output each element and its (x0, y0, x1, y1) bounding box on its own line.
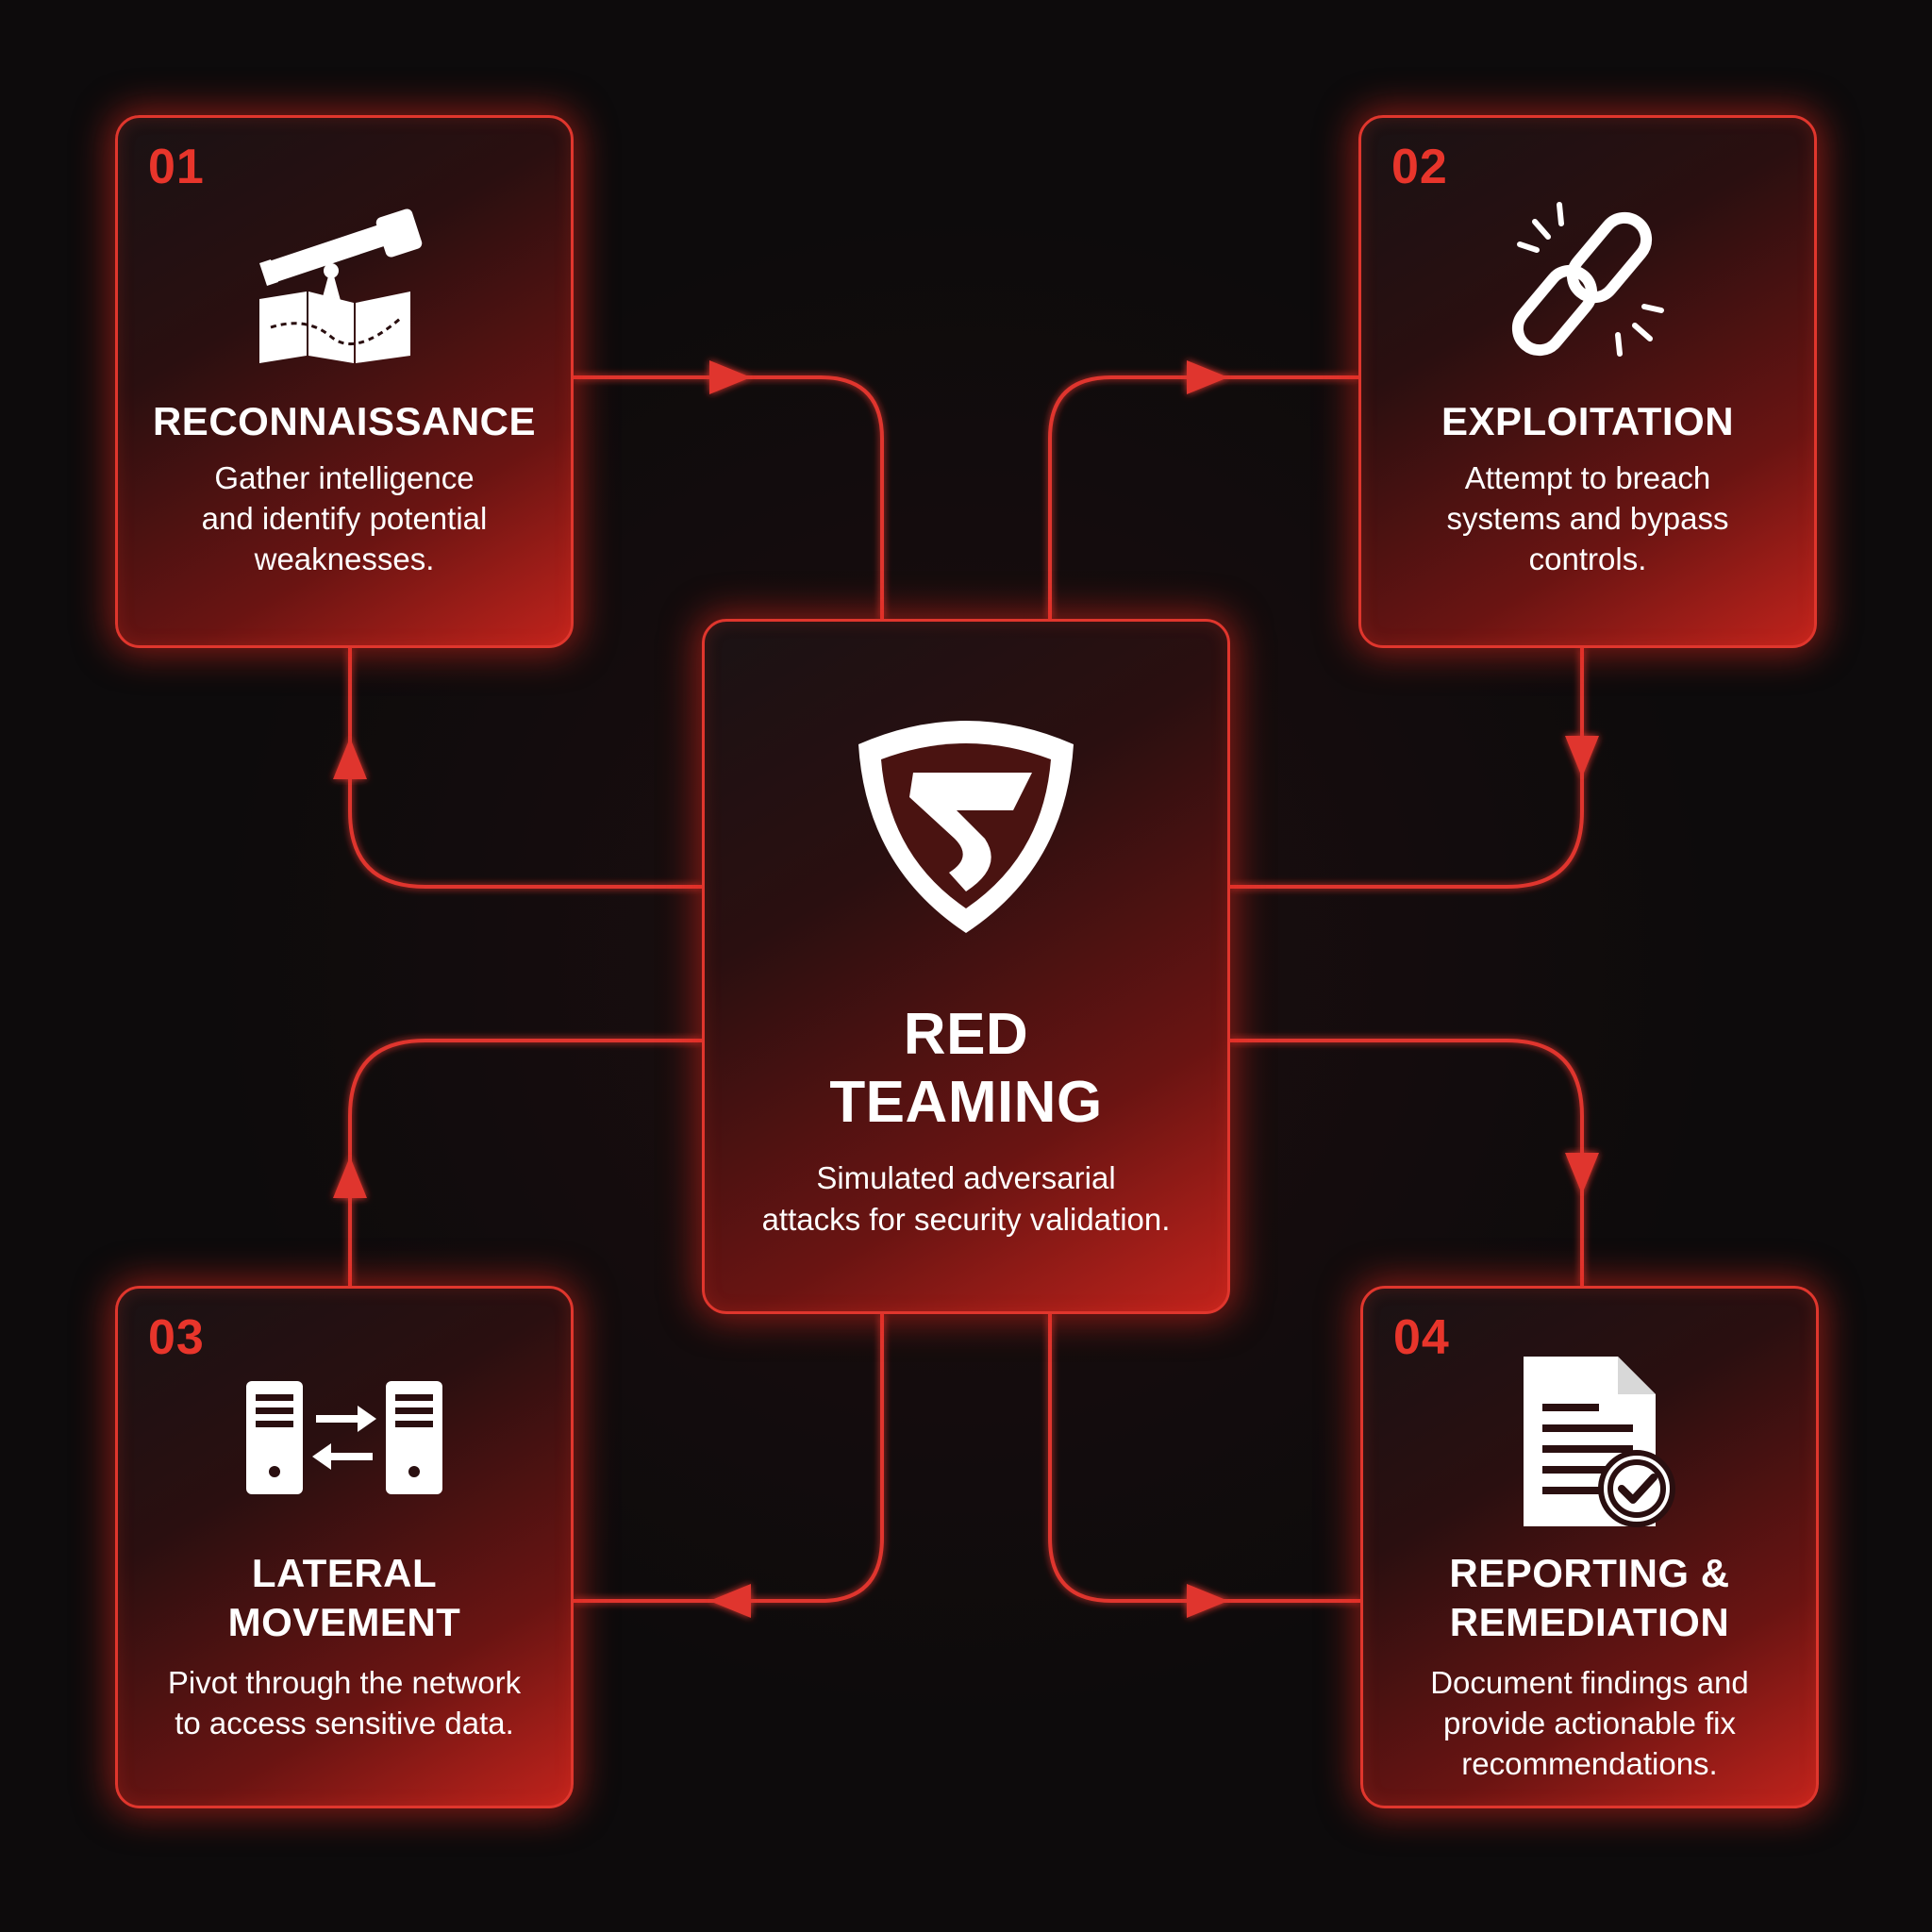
arrow-down-icon (1565, 736, 1599, 777)
step-title: REPORTING & REMEDIATION (1449, 1551, 1730, 1644)
connector-01-to-center (574, 375, 884, 619)
arrow-down-icon (1565, 1153, 1599, 1194)
step-card-lateral-movement: 03 LATERAL MOVEMENT Pivot through the ne… (115, 1286, 574, 1808)
step-number: 04 (1393, 1310, 1450, 1365)
arrow-left-icon (709, 1584, 751, 1618)
arrow-up-icon (333, 738, 367, 779)
step-card-reporting-remediation: 04 REPORTING & REMEDIATION Document find… (1360, 1286, 1819, 1808)
arrow-right-icon (709, 360, 751, 394)
shield-logo-icon (858, 721, 1074, 933)
connector-center-to-04 (1230, 1039, 1584, 1286)
connector-center-to-02 (1048, 375, 1358, 619)
connector-center-to-03 (574, 1314, 884, 1603)
red-teaming-hub: RED TEAMING Simulated adversarial attack… (702, 619, 1230, 1314)
server-transfer-icon (246, 1381, 442, 1494)
step-number: 03 (148, 1310, 205, 1365)
step-card-reconnaissance: 01 RECONNAISSANCE Gather intelligence an… (115, 115, 574, 648)
step-title: EXPLOITATION (1441, 399, 1735, 443)
arrow-right-icon (1187, 1584, 1228, 1618)
document-check-icon (1524, 1357, 1675, 1527)
step-description: Document findings and provide actionable… (1430, 1665, 1749, 1781)
step-number: 02 (1391, 140, 1448, 194)
step-card-exploitation: 02 EXPLOITATION Attempt to breach system… (1358, 115, 1817, 648)
telescope-map-icon (259, 208, 423, 363)
connector-center-to-01 (348, 648, 702, 889)
step-description: Attempt to breach systems and bypass con… (1446, 460, 1729, 576)
step-description: Pivot through the network to access sens… (167, 1665, 522, 1740)
connector-center-to-04-bottom (1048, 1314, 1360, 1603)
step-title: RECONNAISSANCE (152, 399, 537, 443)
connector-03-up (348, 1039, 702, 1286)
broken-chain-icon (1511, 202, 1664, 357)
hub-description: Simulated adversarial attacks for securi… (761, 1160, 1171, 1237)
connector-02-down (1230, 648, 1584, 889)
arrow-right-icon (1187, 360, 1228, 394)
hub-title: RED TEAMING (829, 1002, 1103, 1135)
step-number: 01 (148, 140, 205, 194)
step-title: LATERAL MOVEMENT (227, 1551, 461, 1644)
step-description: Gather intelligence and identify potenti… (201, 460, 488, 576)
arrow-up-icon (333, 1157, 367, 1198)
